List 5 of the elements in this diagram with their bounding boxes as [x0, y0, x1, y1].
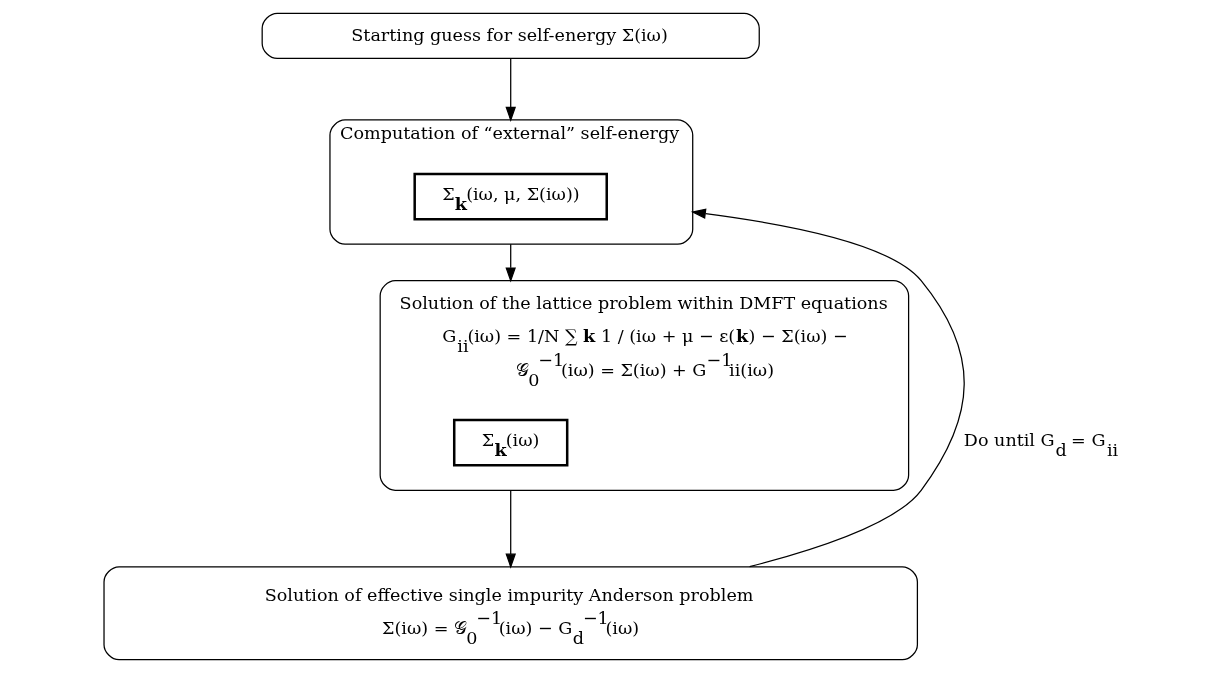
arrow [504, 489, 516, 569]
arrow [504, 58, 516, 122]
node-box: Starting guess for self-energy Σ(iω) [261, 12, 760, 60]
arrow [690, 208, 965, 568]
arrow [504, 243, 516, 283]
